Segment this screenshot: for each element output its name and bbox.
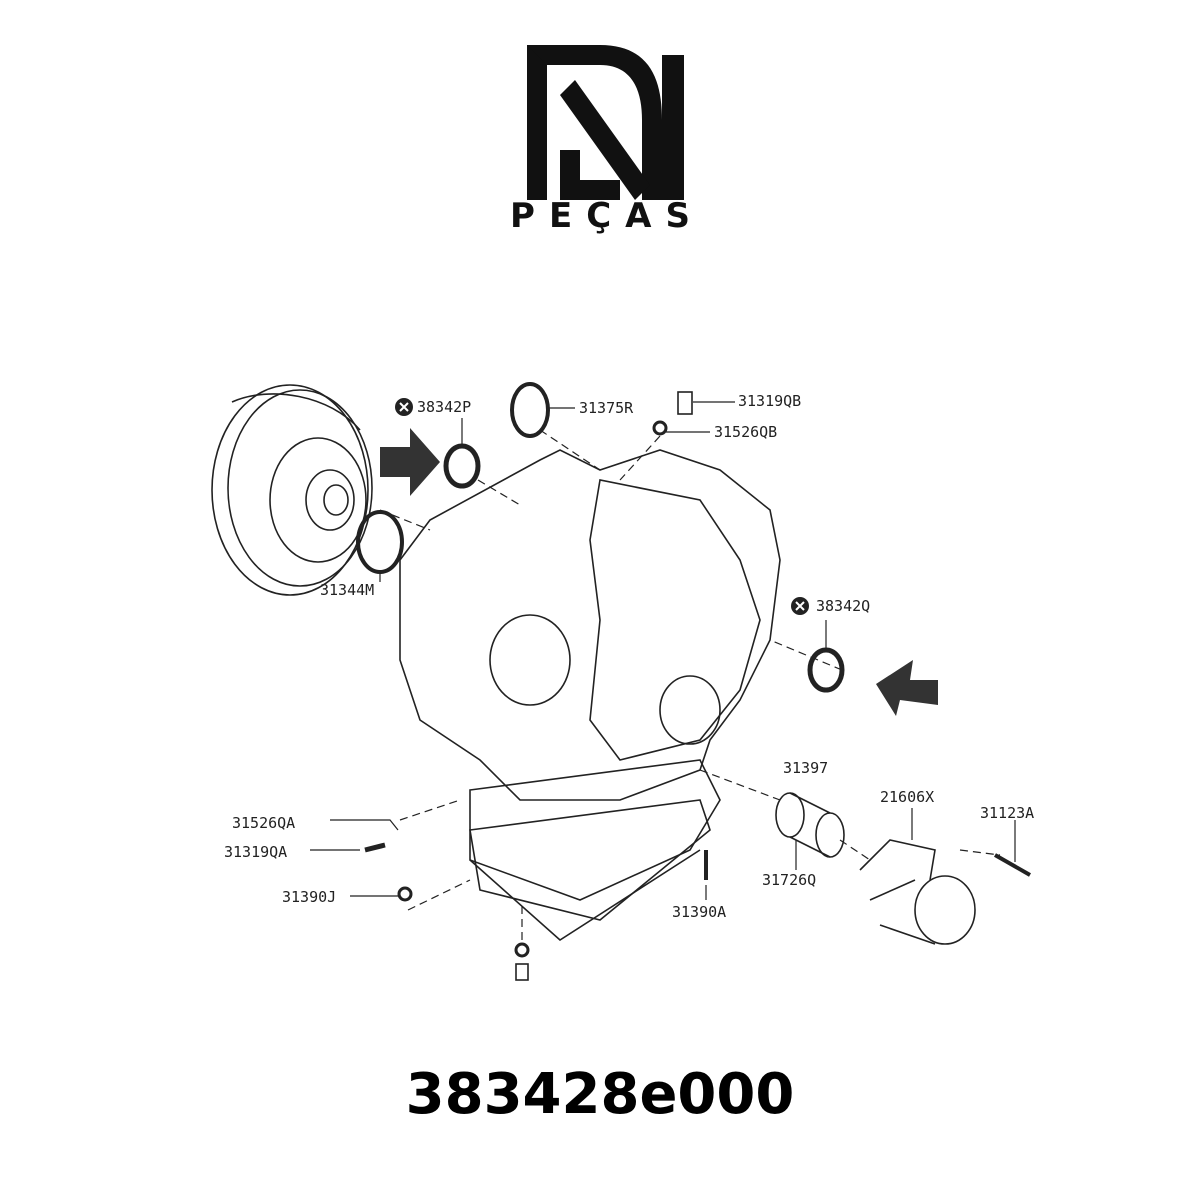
callout-21606X: 21606X — [880, 788, 935, 806]
bolt-31319QA — [364, 842, 386, 853]
leader-lines — [310, 401, 1016, 940]
callout-31375R: 31375R — [579, 399, 634, 417]
callout-31319QB: 31319QB — [738, 392, 802, 410]
callout-31390A: 31390A — [672, 903, 727, 921]
seal-31344M — [356, 510, 404, 574]
circle-x-icon — [395, 398, 413, 416]
bolt-31319QB — [677, 391, 693, 415]
part-number: 383428e000 — [405, 1062, 795, 1127]
oring-31526QB — [652, 420, 668, 436]
arrow-pointing-38342Q — [876, 660, 938, 716]
torque-converter — [211, 384, 373, 596]
callout-38342Q: 38342Q — [816, 597, 871, 615]
circle-x-icon — [791, 597, 809, 615]
callout-31397: 31397 — [783, 759, 829, 777]
callout-38342P: 38342P — [417, 398, 472, 416]
callout-31390J: 31390J — [282, 888, 337, 906]
seal-38342Q — [807, 647, 845, 693]
seal-38342P — [443, 443, 481, 489]
seal-31375R — [510, 382, 550, 438]
filter-31726Q — [775, 792, 845, 858]
callout-31526QB: 31526QB — [714, 423, 778, 441]
transmission-case — [399, 449, 781, 942]
drain-plug — [514, 942, 530, 981]
arrow-pointing-38342P — [380, 428, 440, 496]
callout-31123A: 31123A — [980, 804, 1035, 822]
washer-31390J — [397, 886, 413, 902]
callout-31526QA: 31526QA — [232, 814, 296, 832]
cooler-21606X — [859, 839, 976, 945]
callout-31344M: 31344M — [320, 581, 375, 599]
brand-logo — [527, 45, 684, 200]
dn-logo-mark — [527, 45, 684, 200]
brand-name: PEÇAS — [510, 196, 704, 236]
bolt-31123A — [994, 853, 1031, 877]
callout-31726Q: 31726Q — [762, 871, 817, 889]
callout-31319QA: 31319QA — [224, 843, 288, 861]
